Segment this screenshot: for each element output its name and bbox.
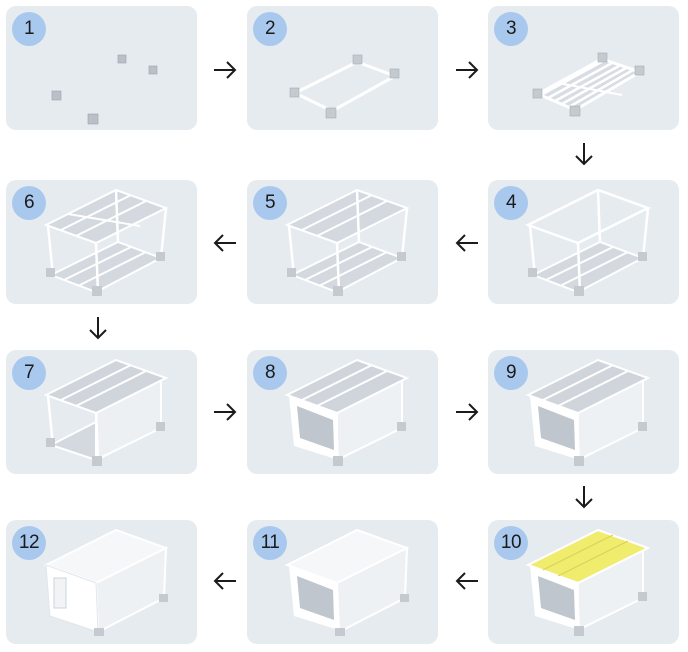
step-5-panel: 5 xyxy=(247,180,438,304)
step-5-illustration xyxy=(284,188,410,296)
step-12-panel: 12 xyxy=(6,520,197,644)
step-number-badge: 9 xyxy=(494,356,528,390)
arrow-left-icon xyxy=(210,566,240,596)
arrow-down-icon xyxy=(569,482,599,512)
arrow-right-icon xyxy=(210,397,240,427)
step-10-illustration xyxy=(525,528,651,636)
step-number-badge: 1 xyxy=(12,12,46,46)
step-number-badge: 10 xyxy=(494,526,528,560)
step-8-illustration xyxy=(284,358,410,466)
step-1-panel: 1 xyxy=(6,6,197,130)
step-number-badge: 3 xyxy=(494,12,528,46)
step-6-panel: 6 xyxy=(6,180,197,304)
step-12-illustration xyxy=(43,528,169,636)
step-6-illustration xyxy=(43,188,169,296)
arrow-right-icon xyxy=(452,55,482,85)
step-number-badge: 12 xyxy=(12,526,46,560)
step-11-panel: 11 xyxy=(247,520,438,644)
arrow-left-icon xyxy=(210,228,240,258)
step-7-illustration xyxy=(43,358,169,466)
arrow-down-icon xyxy=(569,139,599,169)
step-number-badge: 11 xyxy=(253,526,287,560)
arrow-left-icon xyxy=(452,566,482,596)
step-2-panel: 2 xyxy=(247,6,438,130)
step-number-badge: 7 xyxy=(12,356,46,390)
step-3-panel: 3 xyxy=(488,6,679,130)
step-number-badge: 5 xyxy=(253,186,287,220)
arrow-down-icon xyxy=(83,313,113,343)
step-4-panel: 4 xyxy=(488,180,679,304)
arrow-left-icon xyxy=(452,228,482,258)
step-number-badge: 2 xyxy=(253,12,287,46)
step-number-badge: 8 xyxy=(253,356,287,390)
step-3-illustration xyxy=(532,52,645,117)
step-number-badge: 6 xyxy=(12,186,46,220)
step-10-panel: 10 xyxy=(488,520,679,644)
step-11-illustration xyxy=(284,528,410,636)
step-7-panel: 7 xyxy=(6,350,197,474)
step-2-illustration xyxy=(289,54,400,119)
step-4-illustration xyxy=(524,188,652,296)
step-9-illustration xyxy=(525,358,651,466)
step-1-illustration xyxy=(51,54,158,125)
step-9-panel: 9 xyxy=(488,350,679,474)
step-number-badge: 4 xyxy=(494,186,528,220)
step-8-panel: 8 xyxy=(247,350,438,474)
arrow-right-icon xyxy=(452,397,482,427)
arrow-right-icon xyxy=(210,55,240,85)
